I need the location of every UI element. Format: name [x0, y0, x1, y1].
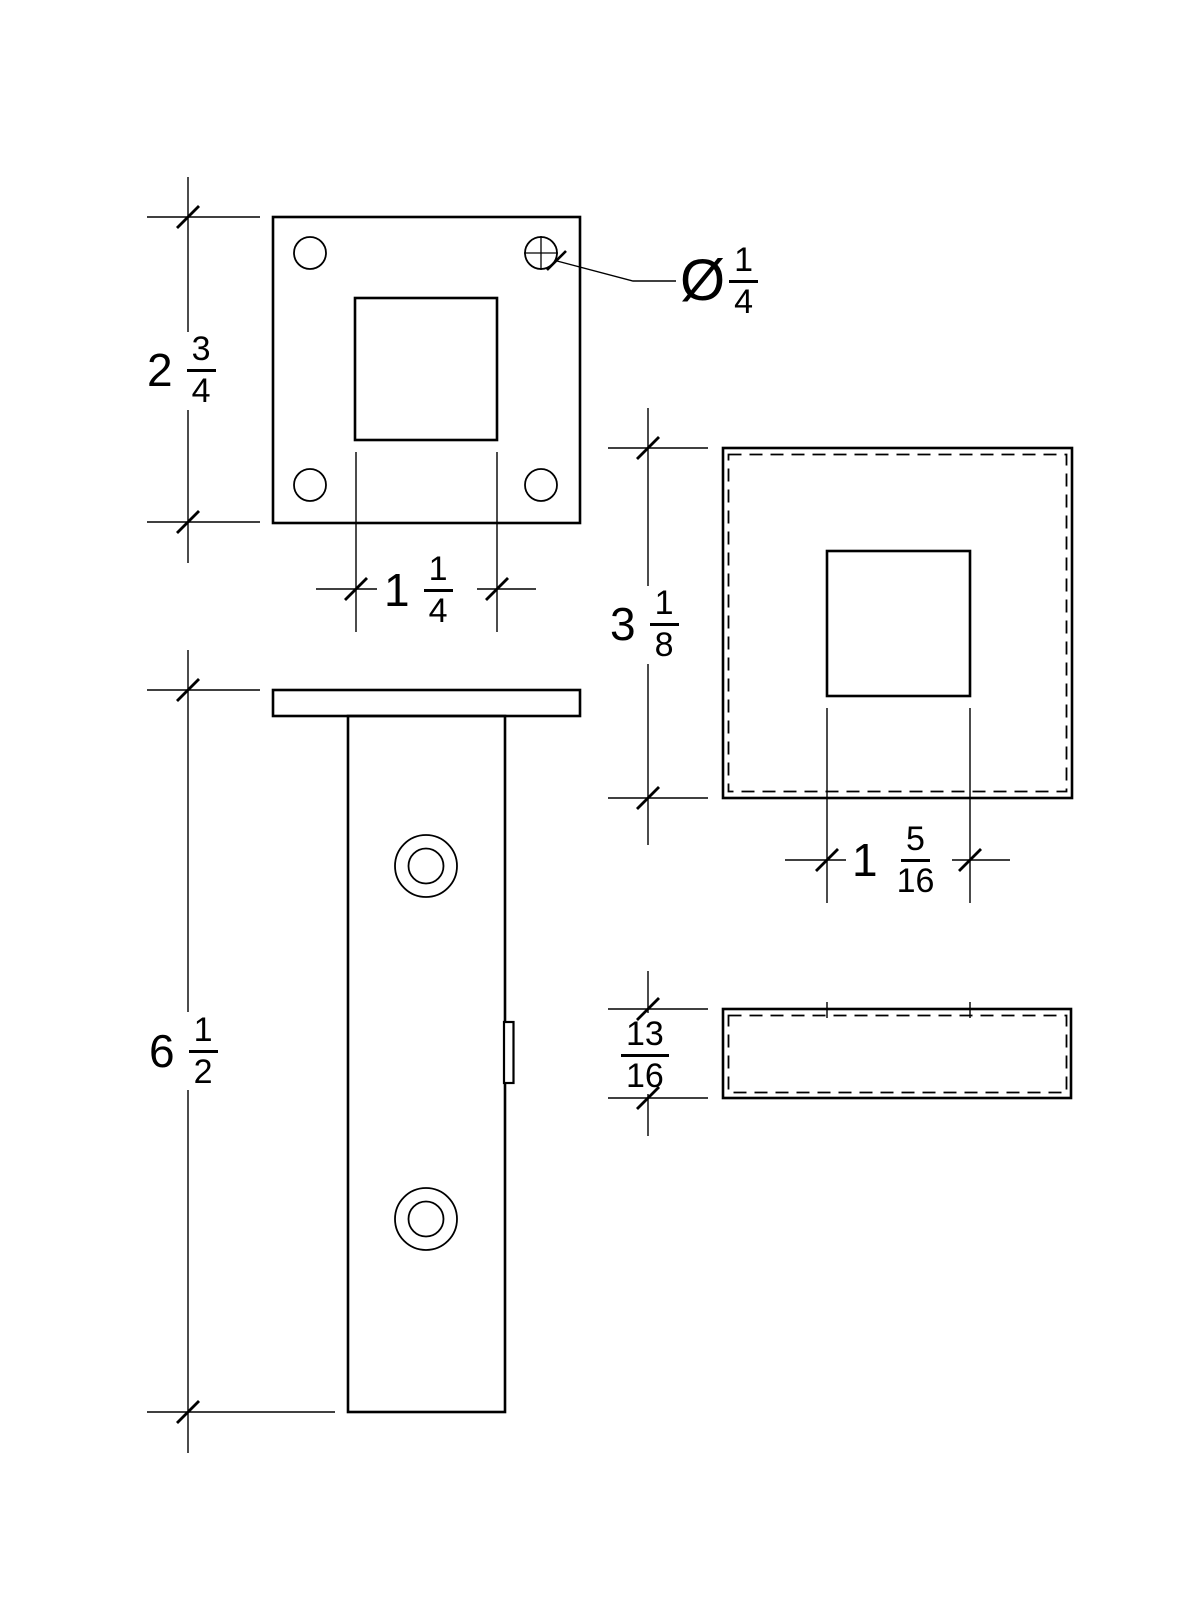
dim-hole-diameter-fraction: 1 4	[729, 243, 759, 321]
dim-tick	[958, 848, 982, 872]
bolt-hole-top-left	[293, 236, 327, 270]
dim-tick	[176, 1400, 200, 1424]
dim-tick	[176, 205, 200, 229]
dim-tick	[344, 577, 368, 601]
dim-post-height-fraction: 1 2	[188, 1013, 218, 1091]
view-cap-side	[721, 1002, 1073, 1100]
dim-cap-opening-numerator: 5	[901, 822, 930, 862]
dim-tick	[636, 997, 660, 1021]
dim-cap-thickness-denominator: 16	[626, 1056, 664, 1095]
dim-cap-thickness-lines	[608, 971, 708, 1136]
dim-hole-diameter-numerator: 1	[729, 243, 759, 283]
dim-tick	[636, 1086, 660, 1110]
dim-plate-height-numerator: 3	[186, 332, 216, 372]
cap-side-hidden-edge	[727, 1014, 1068, 1094]
dim-plate-opening-denominator: 4	[428, 591, 448, 630]
plate-center-opening	[353, 296, 499, 442]
dim-tick	[636, 786, 660, 810]
dim-plate-opening-lines	[316, 452, 536, 632]
cap-side-outline	[721, 1007, 1073, 1100]
view-base-plate-plan	[271, 215, 676, 525]
dim-tick	[636, 436, 660, 460]
cap-center-opening	[825, 549, 972, 698]
plate-outline	[271, 215, 582, 525]
dim-tick	[176, 678, 200, 702]
dim-plate-height-lines	[147, 177, 260, 563]
dim-cap-width-fraction: 1 8	[649, 586, 679, 664]
dim-cap-opening-fraction: 5 16	[892, 822, 940, 900]
post-hole-upper-inner	[407, 847, 445, 885]
post-body-outline	[346, 714, 507, 1414]
dim-cap-thickness-numerator: 13	[621, 1017, 669, 1057]
post-side-tab	[502, 1020, 515, 1085]
view-cap-plan	[721, 446, 1074, 903]
post-hole-upper-outer	[394, 834, 458, 898]
dim-post-height-numerator: 1	[188, 1013, 218, 1053]
dim-plate-opening-width: 1 1 4	[384, 552, 453, 630]
dim-cap-width: 3 1 8	[610, 586, 679, 664]
dim-cap-opening-lines	[785, 848, 1010, 872]
diameter-leader-tick	[546, 250, 567, 271]
post-hole-lower-outer	[394, 1187, 458, 1251]
dim-tick	[815, 848, 839, 872]
post-hole-lower-inner	[407, 1200, 445, 1238]
diameter-symbol: Ø	[680, 248, 726, 313]
cap-outline	[721, 446, 1074, 800]
bolt-hole-bottom-right	[524, 468, 558, 502]
bolt-hole-bottom-left	[293, 468, 327, 502]
dim-post-height-lines	[147, 650, 335, 1453]
dim-cap-width-whole: 3	[610, 598, 636, 650]
dim-tick	[176, 510, 200, 534]
flange-outline	[271, 688, 582, 718]
dim-post-height-denominator: 2	[193, 1052, 213, 1091]
dim-cap-width-lines	[608, 408, 708, 845]
dim-post-height-whole: 6	[149, 1025, 175, 1077]
dim-cap-opening-denominator: 16	[896, 861, 935, 900]
dim-plate-opening-whole: 1	[384, 564, 410, 616]
dim-plate-opening-fraction: 1 4	[423, 552, 453, 630]
dim-cap-thickness-fraction: 13 16	[621, 1017, 669, 1095]
dim-plate-height: 2 3 4	[147, 332, 216, 410]
dim-cap-opening-whole: 1	[852, 834, 878, 886]
diameter-leader-line	[556, 260, 676, 282]
dim-plate-height-fraction: 3 4	[186, 332, 216, 410]
dim-hole-diameter: Ø 1 4	[680, 243, 759, 321]
dim-plate-height-denominator: 4	[191, 371, 211, 410]
dim-cap-width-numerator: 1	[649, 586, 679, 626]
cap-hidden-edge	[727, 453, 1068, 793]
view-post-front	[271, 688, 582, 1414]
dim-hole-diameter-denominator: 4	[734, 282, 754, 321]
dim-tick	[485, 577, 509, 601]
dim-plate-height-whole: 2	[147, 344, 173, 396]
dim-cap-thickness: 13 16	[621, 1017, 669, 1095]
dim-cap-opening-width: 1 5 16	[852, 822, 940, 900]
dim-plate-opening-numerator: 1	[423, 552, 453, 592]
dim-cap-width-denominator: 8	[654, 625, 674, 664]
dim-post-height: 6 1 2	[149, 1013, 218, 1091]
